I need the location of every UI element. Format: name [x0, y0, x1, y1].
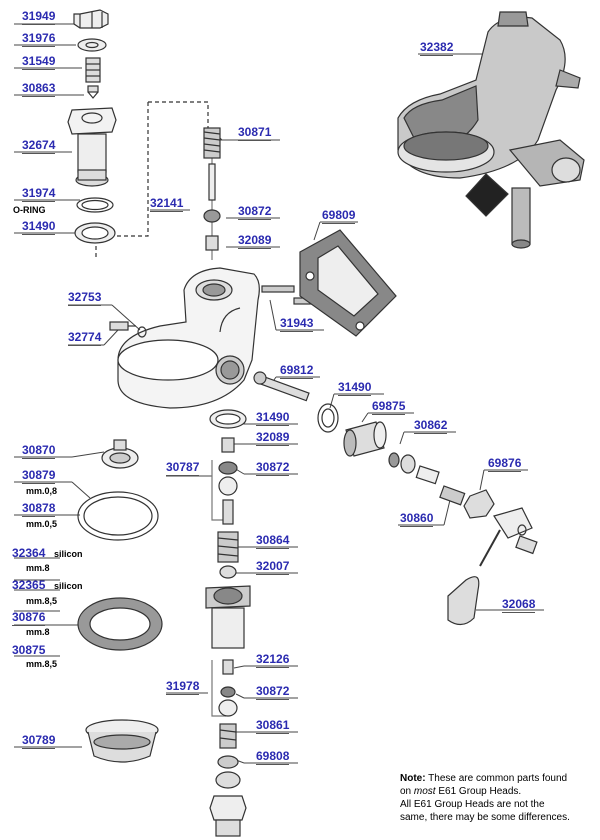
- ring-31490b: [317, 403, 339, 433]
- label-mm-8-a: mm.8: [26, 563, 50, 573]
- leader-lines: [14, 19, 544, 764]
- label-32141: 32141: [150, 196, 184, 212]
- label-32089-upper: 32089: [238, 233, 272, 249]
- label-69812: 69812: [280, 363, 314, 379]
- label-30875: 30875: [12, 643, 46, 657]
- piston-32007: [219, 565, 237, 579]
- note-text: Note: These are common parts found on mo…: [400, 772, 596, 824]
- jet-30863: [87, 85, 99, 99]
- label-31943: 31943: [280, 316, 314, 332]
- label-30876: 30876: [12, 610, 46, 626]
- label-silicon-2: silicon: [54, 581, 83, 591]
- label-69809: 69809: [322, 208, 356, 224]
- label-silicon-1: silicon: [54, 549, 83, 559]
- label-31490-top: 31490: [22, 219, 56, 235]
- gasket-30879: [77, 491, 159, 541]
- label-30860: 30860: [400, 511, 434, 527]
- label-mm-0-5: mm.0,5: [26, 519, 58, 529]
- screen-31549: [85, 57, 101, 83]
- label-32007: 32007: [256, 559, 290, 575]
- label-mm-8-b: mm.8: [26, 627, 50, 637]
- bushing-69875: [343, 421, 387, 457]
- label-30861: 30861: [256, 718, 290, 734]
- note-line-2: on most E61 Group Heads.: [400, 786, 522, 797]
- label-30878: 30878: [22, 501, 56, 517]
- label-31549: 31549: [22, 54, 56, 70]
- label-69875: 69875: [372, 399, 406, 415]
- label-69808: 69808: [256, 749, 290, 765]
- label-31976: 31976: [22, 31, 56, 47]
- label-31490-center: 31490: [256, 410, 290, 426]
- label-mm-0-8: mm.0,8: [26, 486, 58, 496]
- note-line-4: same, there may be some differences.: [400, 812, 570, 823]
- label-32068: 32068: [502, 597, 536, 613]
- label-30864: 30864: [256, 533, 290, 549]
- bracket-32141: [148, 101, 209, 140]
- knob-32068: [447, 576, 480, 626]
- label-30879: 30879: [22, 468, 56, 484]
- gasket-69809: [299, 229, 397, 337]
- label-30872-lower: 30872: [256, 684, 290, 700]
- bottom-fitting: [209, 795, 247, 837]
- label-mm-8-5-b: mm.8,5: [26, 659, 58, 669]
- label-69876: 69876: [488, 456, 522, 472]
- screen-30789: [85, 719, 159, 763]
- label-30787: 30787: [166, 460, 200, 476]
- label-31974: 31974: [22, 186, 56, 202]
- group-head-photo: [397, 11, 585, 249]
- valve-30862: [415, 465, 440, 485]
- note-line-1: Note: These are common parts found: [400, 773, 568, 784]
- housing-bottom: [205, 585, 251, 649]
- label-32382: 32382: [420, 40, 454, 56]
- nut-31949: [73, 9, 109, 29]
- bolt-32774: [109, 321, 136, 331]
- label-30862: 30862: [414, 418, 448, 434]
- label-31949: 31949: [22, 9, 56, 25]
- fitting-32674: [67, 107, 117, 187]
- washer-31976: [77, 38, 107, 52]
- label-30870: 30870: [22, 443, 56, 459]
- label-31978: 31978: [166, 679, 200, 695]
- diffuser-30870: [101, 439, 139, 469]
- label-32365: 32365: [12, 578, 46, 592]
- label-30872-upper: 30872: [238, 204, 272, 220]
- cap-69876: [463, 489, 495, 519]
- label-30872-middle: 30872: [256, 460, 290, 476]
- spring-30864: [217, 531, 239, 563]
- washer-32753: [137, 326, 147, 338]
- note-line-3: All E61 Group Heads are not the: [400, 799, 545, 810]
- label-32674: 32674: [22, 138, 56, 154]
- label-mm-8-5-a: mm.8,5: [26, 596, 58, 606]
- oring-31974: [76, 197, 114, 213]
- label-32753: 32753: [68, 290, 102, 306]
- label-31490-right: 31490: [338, 380, 372, 396]
- group-body: [117, 267, 260, 409]
- label-o-ring: O-RING: [13, 205, 46, 215]
- label-30871: 30871: [238, 125, 272, 141]
- spring-30861: [219, 723, 237, 749]
- spring-30871: [203, 127, 221, 159]
- spring-30860: [439, 485, 466, 506]
- seal-30872a: [203, 209, 221, 223]
- label-32774: 32774: [68, 330, 102, 346]
- seat-69808: [217, 755, 239, 769]
- label-32089-lower: 32089: [256, 430, 290, 446]
- label-30789: 30789: [22, 733, 56, 749]
- label-32364: 32364: [12, 546, 46, 560]
- label-30863: 30863: [22, 81, 56, 97]
- shaft-69812: [253, 371, 310, 402]
- label-32126: 32126: [256, 652, 290, 668]
